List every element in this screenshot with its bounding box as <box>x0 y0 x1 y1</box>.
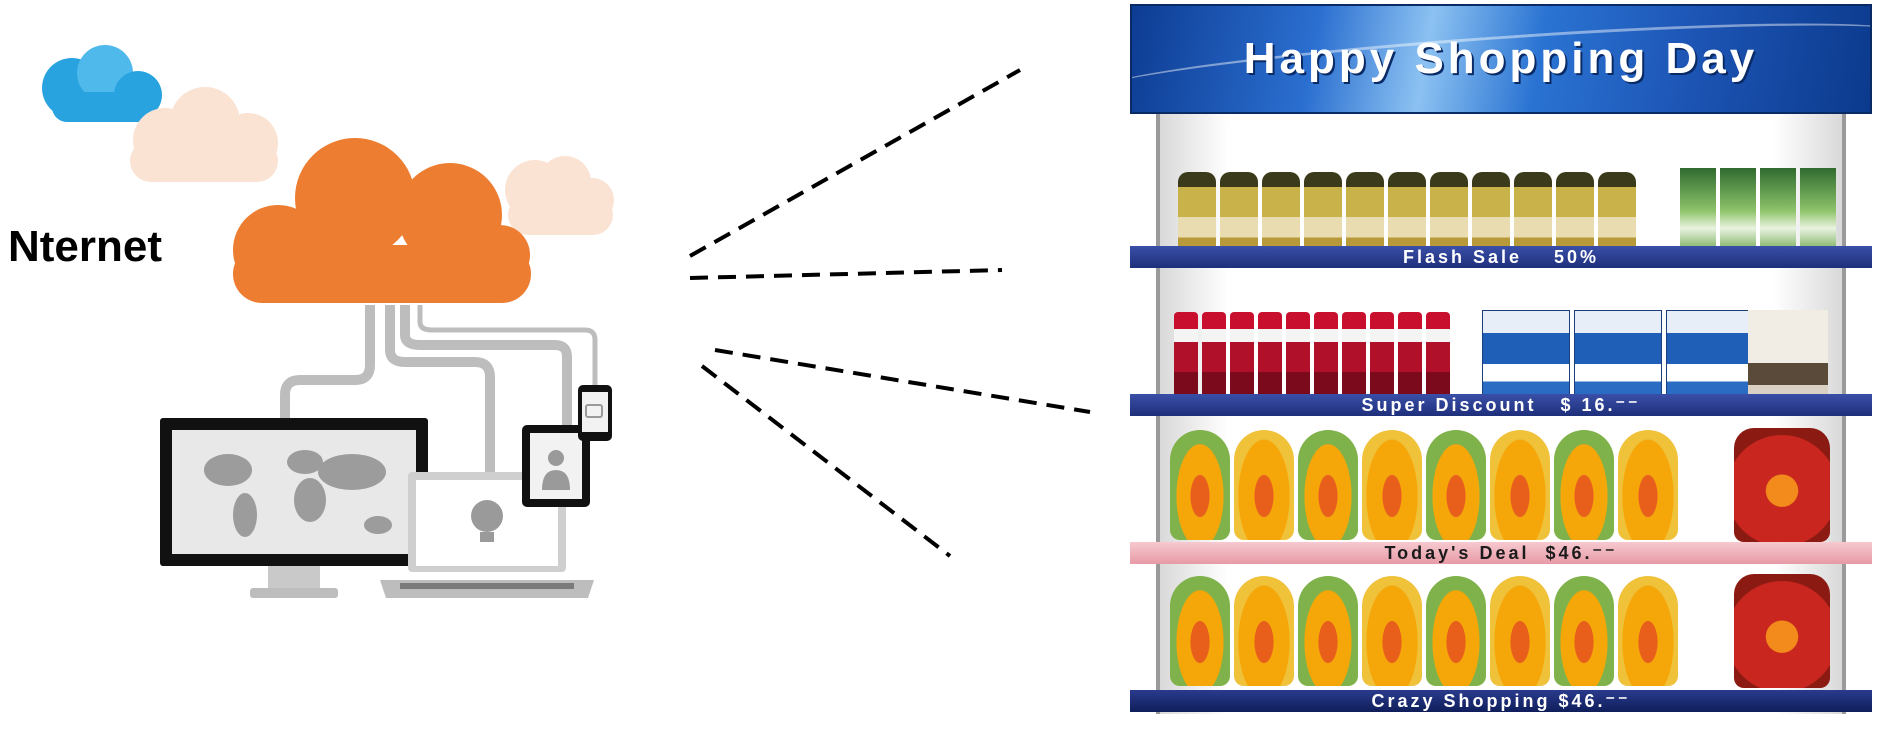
product-row-bottles <box>1178 172 1636 254</box>
product-row-cans <box>1174 312 1450 398</box>
product-row-chips-upper <box>1170 430 1678 540</box>
peach-cloud-right-icon <box>505 156 614 235</box>
header-sign-text: Happy Shopping Day <box>1132 34 1870 84</box>
header-sign: Happy Shopping Day <box>1130 4 1872 114</box>
shelf-strip-todays-deal: Today's Deal $46.⁻⁻ <box>1130 542 1872 564</box>
desktop-monitor-icon <box>160 418 428 598</box>
shelf-strip-super-discount: Super Discount $ 16.⁻⁻ <box>1130 394 1872 416</box>
product-row-red-bag-lower <box>1734 574 1830 688</box>
digital-shelf-display: Happy Shopping Day <box>1130 4 1872 724</box>
shelf-strip-crazy-shopping: Crazy Shopping $46.⁻⁻ <box>1130 690 1872 712</box>
product-row-blue-boxes <box>1482 310 1754 400</box>
product-row-chips-lower <box>1170 576 1678 686</box>
internet-label: Nternet <box>8 222 162 272</box>
phone-icon <box>578 385 612 441</box>
connector-line-1 <box>690 70 1020 256</box>
dashed-connector-lines <box>690 70 1090 556</box>
small-blue-cloud-icon <box>42 45 162 122</box>
product-row-vegetable-boxes <box>1680 168 1836 254</box>
connector-line-3 <box>715 350 1090 412</box>
connector-line-4 <box>702 366 950 556</box>
product-row-red-bag-upper <box>1734 428 1830 542</box>
shelf-strip-flash-sale: Flash Sale 50% <box>1130 246 1872 268</box>
product-row-white-box <box>1748 310 1828 398</box>
connector-line-2 <box>690 270 1002 278</box>
